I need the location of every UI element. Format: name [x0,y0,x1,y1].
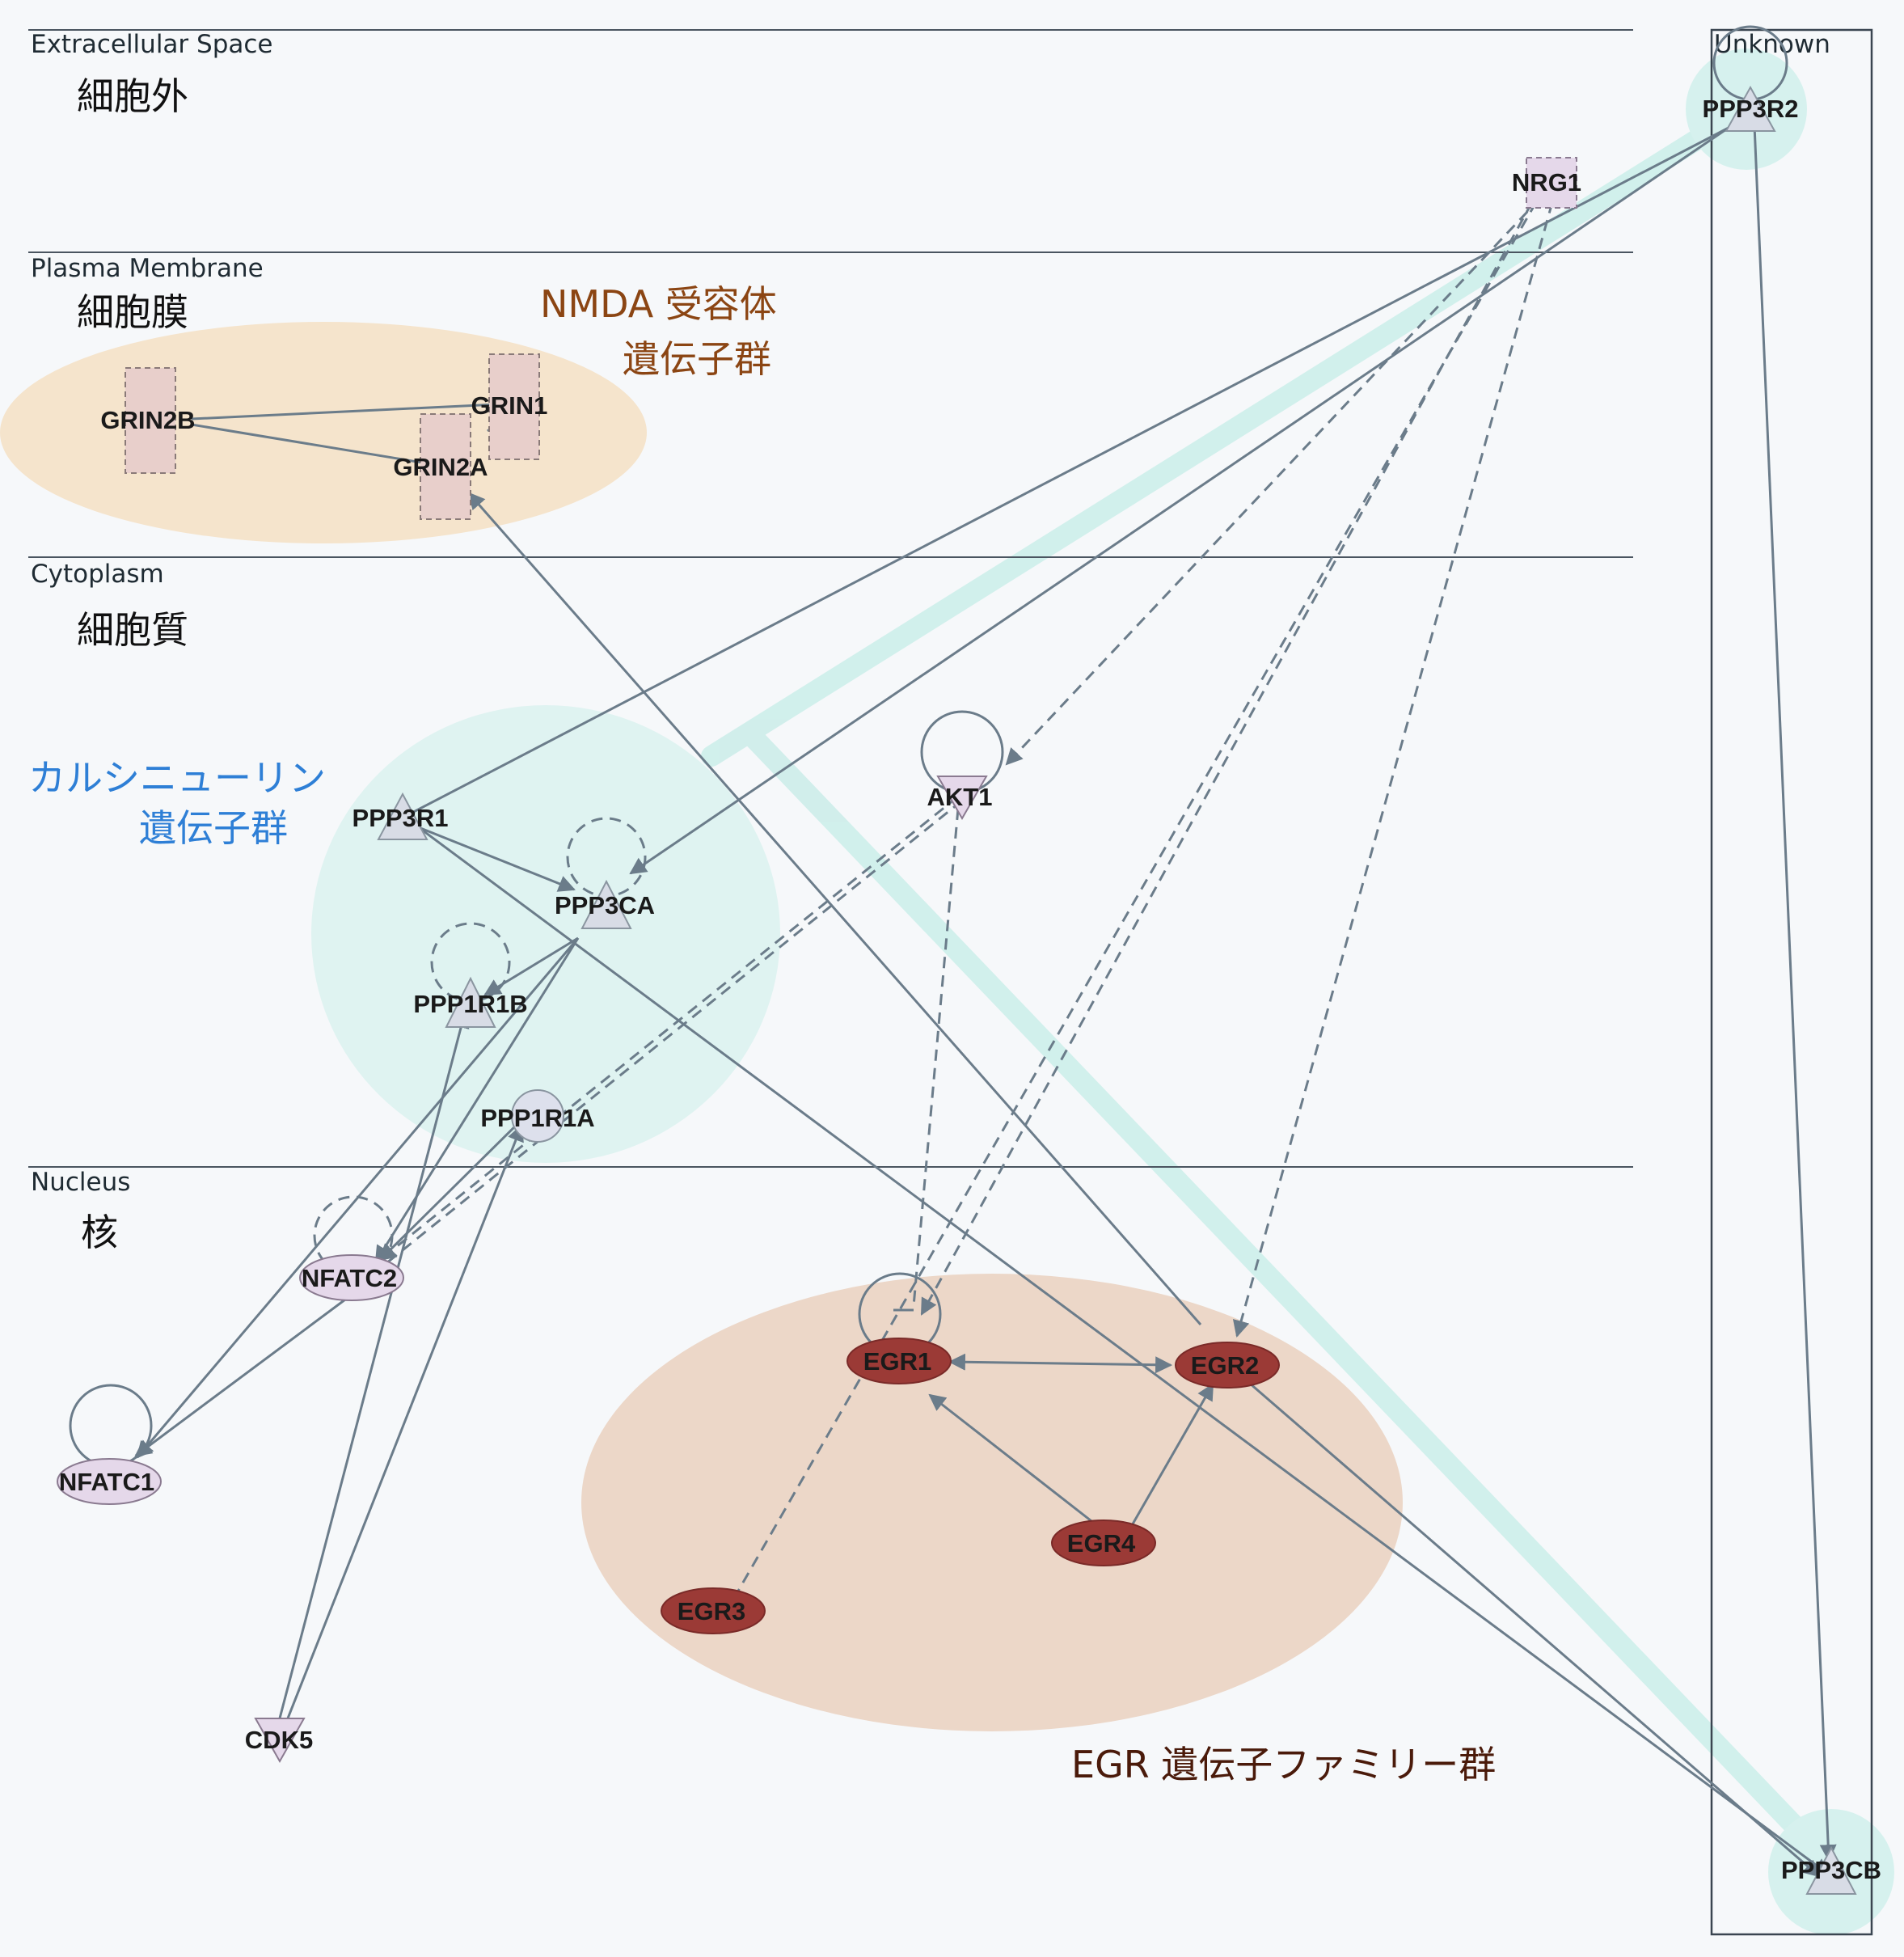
nmda-group-label-line2: 遺伝子群 [623,337,771,381]
node-cdk5[interactable]: CDK5 [245,1718,313,1764]
node-ppp3r1[interactable]: PPP3R1 [353,792,449,840]
node-nfatc2[interactable]: NFATC2 [299,1254,404,1301]
node-label-ppp3r1: PPP3R1 [353,804,449,832]
node-ppp1r1a[interactable]: PPP1R1A [480,1089,595,1143]
lane-label-nucleus-jp: 核 [81,1211,118,1254]
highlight-path [701,111,1838,1870]
node-label-egr1: EGR1 [863,1347,931,1376]
node-label-ppp3cb: PPP3CB [1781,1856,1881,1884]
node-egr1[interactable]: EGR1 [846,1338,952,1384]
node-egr3[interactable]: EGR3 [661,1587,766,1634]
node-grin1[interactable]: GRIN1 [471,353,548,460]
lane-label-nucleus: Nucleus [31,1168,130,1197]
nmda-group-region [0,322,647,543]
node-nrg1[interactable]: NRG1 [1512,157,1581,209]
lane-label-extracellular: Extracellular Space [31,30,273,59]
node-label-grin2a: GRIN2A [393,453,488,481]
node-ppp3r2[interactable]: PPP3R2 [1703,85,1799,132]
node-ppp3cb[interactable]: PPP3CB [1781,1845,1881,1895]
node-ppp1r1b[interactable]: PPP1R1B [413,976,528,1028]
dashed-edges [378,197,1554,1611]
solid-edges [134,125,1837,1878]
lane-label-extracellular-jp: 細胞外 [77,74,188,118]
node-ppp3ca[interactable]: PPP3CA [555,879,655,929]
lane-label-cytoplasm-jp: 細胞質 [77,608,188,652]
node-label-egr3: EGR3 [678,1597,745,1625]
node-label-ppp3r2: PPP3R2 [1703,95,1799,123]
node-akt1[interactable]: AKT1 [927,776,993,821]
node-label-grin2b: GRIN2B [100,406,195,434]
lane-label-membrane-jp: 細胞膜 [77,290,188,334]
node-label-egr2: EGR2 [1191,1351,1259,1380]
lane-separators [28,29,1633,1168]
lane-label-cytoplasm: Cytoplasm [31,560,164,589]
nmda-group-label-line1: NMDA 受容体 [540,282,777,326]
lane-label-membrane: Plasma Membrane [31,254,264,283]
node-label-ppp1r1a: PPP1R1A [480,1104,594,1132]
node-label-egr4: EGR4 [1067,1529,1136,1558]
egr-group-label: EGR 遺伝子ファミリー群 [1071,1743,1496,1786]
node-label-ppp3ca: PPP3CA [555,891,655,919]
node-label-akt1: AKT1 [927,783,993,811]
node-grin2a[interactable]: GRIN2A [393,413,488,520]
calcineurin-group-region [311,705,780,1163]
node-grin2b[interactable]: GRIN2B [100,367,196,474]
node-label-cdk5: CDK5 [245,1726,313,1754]
node-egr4[interactable]: EGR4 [1051,1520,1156,1566]
node-label-nfatc2: NFATC2 [302,1264,397,1292]
calcineurin-group-label-line2: 遺伝子群 [139,806,288,850]
node-egr2[interactable]: EGR2 [1175,1342,1280,1388]
node-label-nfatc1: NFATC1 [59,1468,154,1496]
node-label-grin1: GRIN1 [471,391,548,420]
unknown-lane-box [1710,28,1873,1936]
node-nfatc1[interactable]: NFATC1 [57,1458,162,1505]
node-label-nrg1: NRG1 [1512,168,1581,197]
calcineurin-group-label-line1: カルシニューリン [28,756,326,800]
egr-group-region [581,1274,1403,1731]
node-label-ppp1r1b: PPP1R1B [413,990,527,1018]
